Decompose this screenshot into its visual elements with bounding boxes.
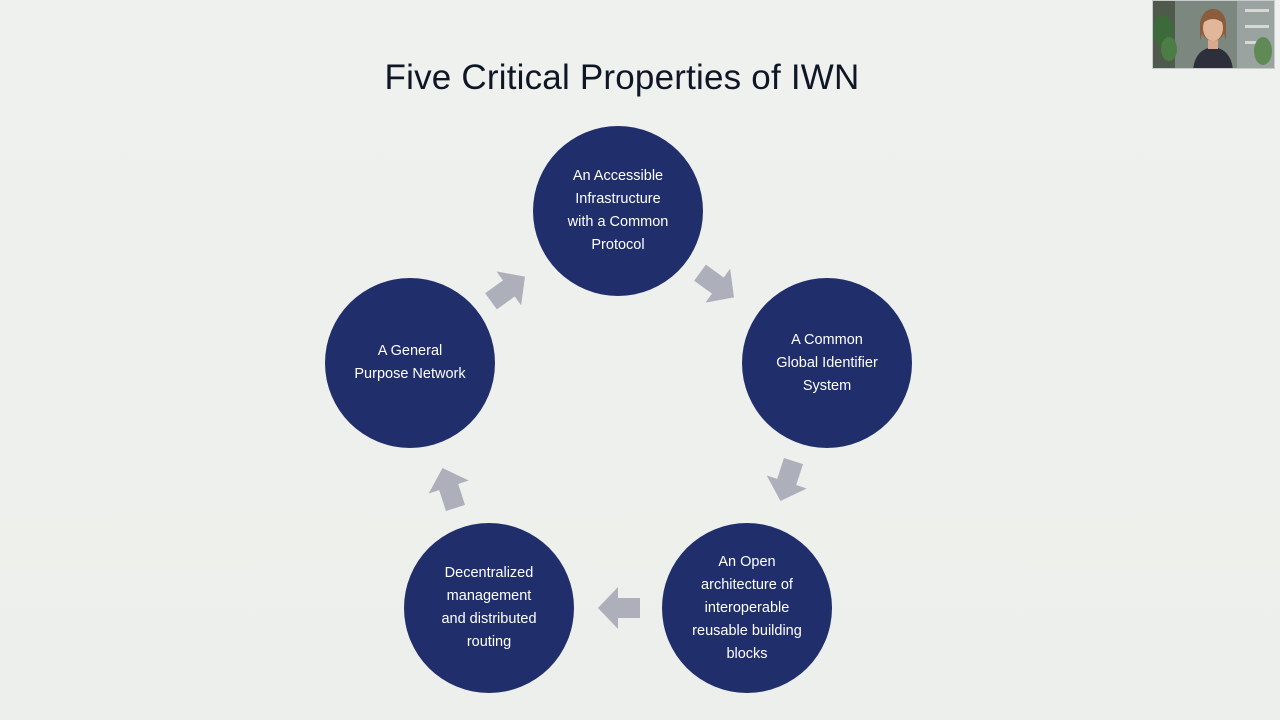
presenter-video-icon: [1153, 1, 1274, 68]
node-global-identifier: A Common Global Identifier System: [742, 278, 912, 448]
cycle-arrow-icon: [473, 254, 543, 324]
node-decentralized-management: Decentralized management and distributed…: [404, 523, 574, 693]
node-label: A Common Global Identifier System: [776, 331, 878, 394]
presenter-video-thumbnail[interactable]: [1152, 0, 1275, 69]
node-label: An Accessible Infrastructure with a Comm…: [567, 168, 669, 253]
node-accessible-infrastructure: An Accessible Infrastructure with a Comm…: [533, 126, 703, 296]
slide-title: Five Critical Properties of IWN: [384, 58, 860, 97]
cycle-arrow-icon: [417, 456, 480, 519]
node-open-architecture: An Open architecture of interoperable re…: [662, 523, 832, 693]
cycle-arrow-icon: [682, 250, 752, 320]
node-general-purpose-network: A General Purpose Network: [325, 278, 495, 448]
cycle-arrow-icon: [755, 449, 818, 512]
node-label: An Open architecture of interoperable re…: [692, 553, 802, 662]
node-label: Decentralized management and distributed…: [441, 565, 537, 650]
node-label: A General Purpose Network: [354, 343, 466, 382]
cycle-arrow-icon: [594, 583, 644, 633]
